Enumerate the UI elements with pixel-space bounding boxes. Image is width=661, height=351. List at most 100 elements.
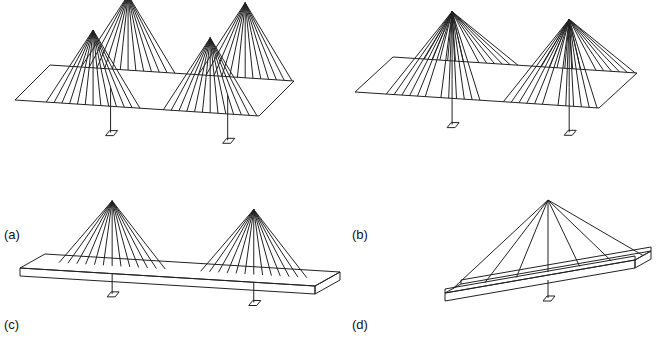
pier-footing	[447, 123, 459, 128]
pier	[110, 88, 111, 133]
stay-cable	[245, 3, 268, 80]
pylon	[210, 38, 211, 113]
stay-cable	[81, 0, 128, 67]
stay-cable	[171, 38, 210, 110]
stay-cable	[210, 38, 241, 115]
pier	[569, 87, 570, 132]
stay-cable	[394, 12, 452, 95]
stay-cable	[112, 201, 139, 268]
stay-cable	[569, 19, 611, 71]
stay-cable	[452, 12, 510, 65]
stay-cable	[59, 201, 112, 263]
stay-cable	[112, 201, 156, 269]
stay-cable	[93, 30, 109, 106]
stay-cable	[254, 210, 281, 277]
bridge-sketch	[20, 201, 340, 306]
stay-cable	[548, 200, 611, 261]
stay-cable	[432, 12, 452, 60]
pier-footing	[249, 301, 261, 306]
pier	[548, 280, 549, 298]
stay-cable	[112, 201, 147, 268]
deck-curb	[635, 256, 636, 260]
stay-cable	[128, 0, 151, 72]
stay-cable	[254, 210, 307, 278]
stay-cable	[218, 210, 253, 273]
panel-label: (c)	[4, 318, 19, 332]
pier	[253, 283, 254, 303]
pylon	[245, 3, 246, 78]
stay-cable	[410, 12, 452, 96]
pier-footing	[223, 138, 235, 143]
stay-cable	[425, 12, 452, 97]
stay-cable	[93, 30, 116, 107]
stay-cable	[569, 19, 596, 70]
stay-cable	[210, 38, 233, 115]
stay-cable	[569, 19, 627, 72]
stay-cable	[245, 3, 261, 79]
stay-cable	[112, 201, 130, 267]
pier-footing	[107, 292, 119, 297]
pier	[452, 80, 453, 125]
stay-cable	[46, 30, 93, 102]
stay-cable	[452, 12, 502, 65]
stay-cable	[485, 200, 548, 283]
pylon	[253, 210, 254, 275]
stay-cable	[453, 200, 548, 289]
deck-curb	[445, 256, 635, 289]
deck-curb	[651, 247, 652, 251]
stay-cable	[569, 19, 589, 107]
stay-cable	[511, 19, 569, 102]
stay-cable	[527, 19, 569, 103]
stay-cable	[254, 210, 272, 276]
deck-end	[315, 272, 340, 294]
stay-cable	[93, 30, 140, 108]
stay-cable	[93, 30, 132, 108]
stay-cable	[452, 12, 472, 100]
stay-cable	[569, 19, 604, 71]
pier-footing	[106, 131, 118, 136]
stay-cable	[198, 3, 245, 75]
stay-cable	[210, 38, 257, 116]
stay-cable	[503, 19, 569, 101]
stay-cable	[569, 19, 619, 72]
bridge-sketch	[355, 12, 637, 136]
stay-cable	[254, 210, 289, 277]
stay-cable	[112, 201, 165, 269]
deck-curb	[445, 289, 446, 293]
panel-label: (a)	[4, 228, 20, 242]
deck-end	[635, 251, 651, 268]
pylon	[128, 0, 129, 70]
stay-cable	[62, 30, 93, 103]
stay-cable	[210, 38, 249, 116]
stay-cable	[105, 0, 128, 69]
stay-cable	[77, 201, 112, 264]
stay-cable	[128, 0, 167, 73]
stay-cable	[549, 19, 569, 67]
stay-cable	[210, 210, 254, 272]
stay-cable	[163, 38, 210, 110]
stay-cable	[245, 3, 276, 80]
stay-cable	[201, 210, 254, 272]
stay-cable	[93, 30, 124, 107]
stay-cable	[424, 12, 452, 59]
bridge-sketch	[445, 200, 651, 301]
stay-cable	[68, 201, 112, 263]
stay-cable	[210, 38, 226, 114]
stay-cable	[128, 0, 175, 73]
stay-cable	[254, 210, 298, 278]
stay-cable	[519, 19, 569, 102]
pier-footing	[543, 296, 555, 301]
pier	[112, 274, 113, 294]
stay-cable	[542, 19, 569, 104]
stay-cable	[452, 12, 479, 63]
panel-label: (d)	[352, 318, 368, 332]
stay-cable	[54, 30, 93, 102]
stay-cable	[516, 200, 548, 278]
pylon	[93, 30, 94, 105]
stay-cable	[569, 19, 635, 73]
stay-cable	[548, 200, 580, 266]
stay-cable	[386, 12, 452, 94]
stay-cable	[179, 38, 210, 111]
stay-cable	[452, 12, 455, 61]
